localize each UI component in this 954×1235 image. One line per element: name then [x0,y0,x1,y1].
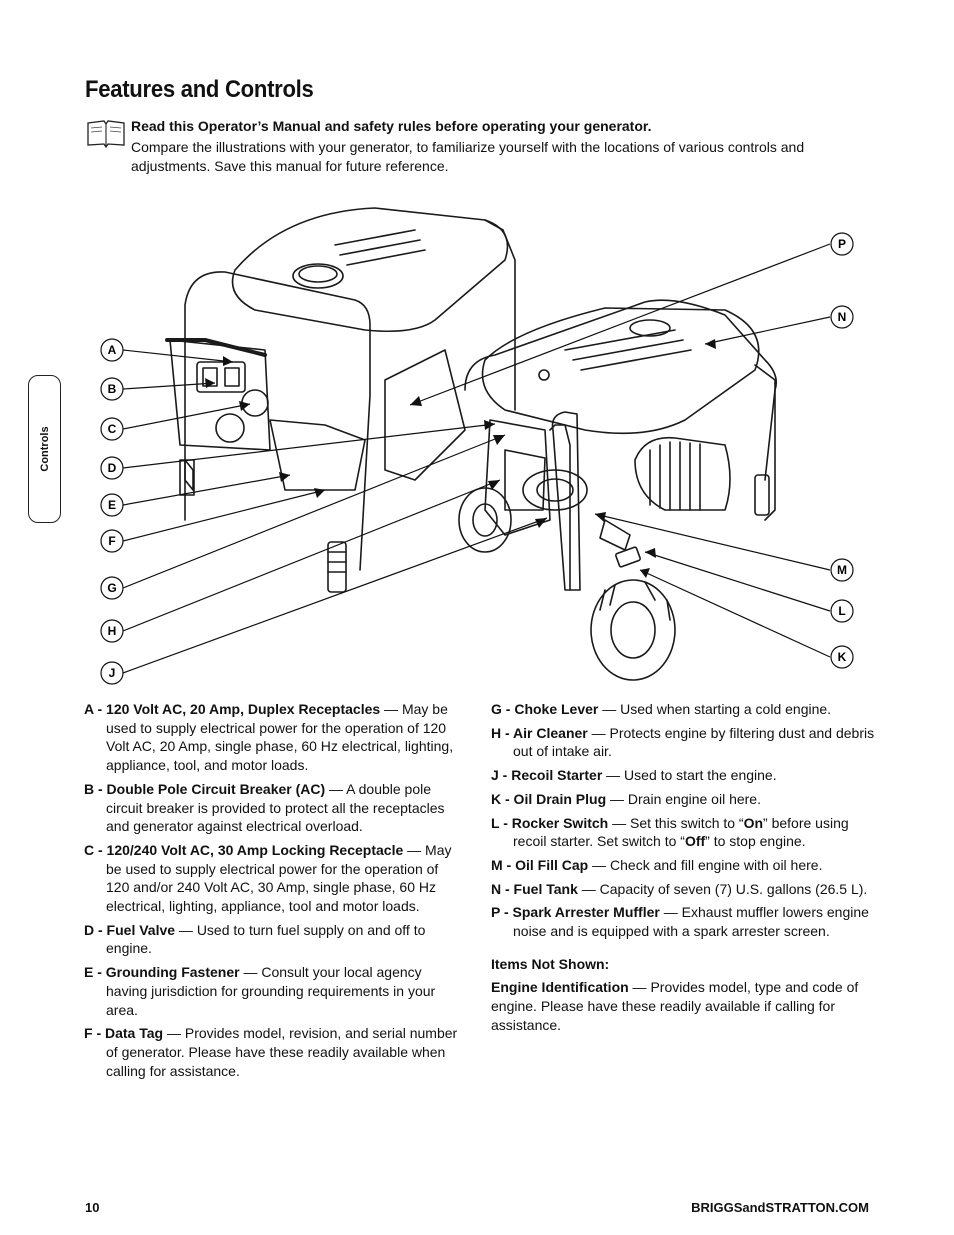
callout-circle-n [830,305,854,329]
wheel [458,487,512,553]
features-list-right: G - Choke Lever — Used when starting a c… [491,700,876,1035]
features-list-left: A - 120 Volt AC, 20 Amp, Duplex Receptac… [84,700,464,1085]
feature-item-h: H - Air Cleaner — Protects engine by fil… [491,724,875,760]
callout-label-n: N [838,310,847,324]
callout-circle-m [830,558,854,582]
duplex-receptacle [196,361,246,393]
callout-circle-f [100,529,124,553]
front-fuel-cap [629,319,671,337]
rear-fuel-cap [292,263,344,289]
feature-item-g: G - Choke Lever — Used when starting a c… [491,701,832,717]
feature-item-f: F - Data Tag — Provides model, revision,… [84,1025,458,1079]
feature-item-e: E - Grounding Fastener — Consult your lo… [84,964,436,1018]
intro-text: Compare the illustrations with your gene… [131,139,805,174]
engine [484,419,551,536]
rocker-switch [615,546,641,568]
callout-label-h: H [108,624,117,638]
feature-item-l: L - Rocker Switch — Set this switch to “… [491,814,849,850]
recoil-starter [522,469,588,511]
section-tab-label: Controls [38,426,51,472]
callout-circle-g [100,576,124,600]
manual-book-icon [87,120,125,149]
callout-label-c: C [108,422,117,436]
items-not-shown-heading: Items Not Shown: [491,955,610,972]
callout-label-k: K [838,650,847,664]
feature-item-p: P - Spark Arrester Muffler — Exhaust muf… [491,904,869,940]
callout-circle-b [100,377,124,401]
frame-handle [754,364,776,521]
feature-item-c: C - 120/240 Volt AC, 30 Amp Locking Rece… [84,841,452,915]
callout-circle-e [100,493,124,517]
callout-circle-l [830,599,854,623]
callout-label-j: J [109,666,116,680]
safety-notice: Read this Operator’s Manual and safety r… [131,118,652,134]
generator-illustration: A B C D E F G H J P N M L K [100,207,854,685]
alternator [634,436,731,511]
front-fuel-tank [481,307,760,435]
callout-label-l: L [838,604,845,618]
feature-item-m: M - Oil Fill Cap — Check and fill engine… [491,856,823,873]
page-title: Features and Controls [85,76,314,103]
feature-item-d: D - Fuel Valve — Used to turn fuel suppl… [84,921,426,957]
callout-label-m: M [837,563,847,577]
callout-label-e: E [108,498,116,512]
website-url: BRIGGSandSTRATTON.COM [691,1200,869,1215]
oil-drain-plug [599,519,631,551]
engine-identification: Engine Identification — Provides model, … [491,979,859,1033]
callout-label-b: B [108,382,117,396]
callout-circle-k [830,645,854,669]
front-frame [464,299,778,481]
callout-circle-d [100,456,124,480]
feature-item-b: B - Double Pole Circuit Breaker (AC) — A… [84,780,445,835]
feature-item-a: A - 120 Volt AC, 20 Amp, Duplex Receptac… [84,701,454,774]
intro-block: Read this Operator’s Manual and safety r… [131,117,831,176]
callout-circle-p [830,232,854,256]
feature-item-n: N - Fuel Tank — Capacity of seven (7) U.… [491,880,868,897]
callout-label-p: P [838,237,846,251]
callout-circle-h [100,619,124,643]
callout-label-a: A [108,343,117,357]
callout-circle-j [100,661,124,685]
feature-item-k: K - Oil Drain Plug — Drain engine oil he… [491,790,761,807]
callout-label-f: F [108,534,115,548]
callout-label-g: G [107,581,116,595]
page-number: 10 [85,1200,100,1215]
wheel [590,579,676,681]
feature-item-j: J - Recoil Starter — Used to start the e… [491,767,777,784]
callout-circle-c [100,417,124,441]
callout-label-d: D [108,461,117,475]
callout-circle-a [100,338,124,362]
section-tab: Controls [28,375,61,523]
rear-fuel-tank [231,207,509,333]
